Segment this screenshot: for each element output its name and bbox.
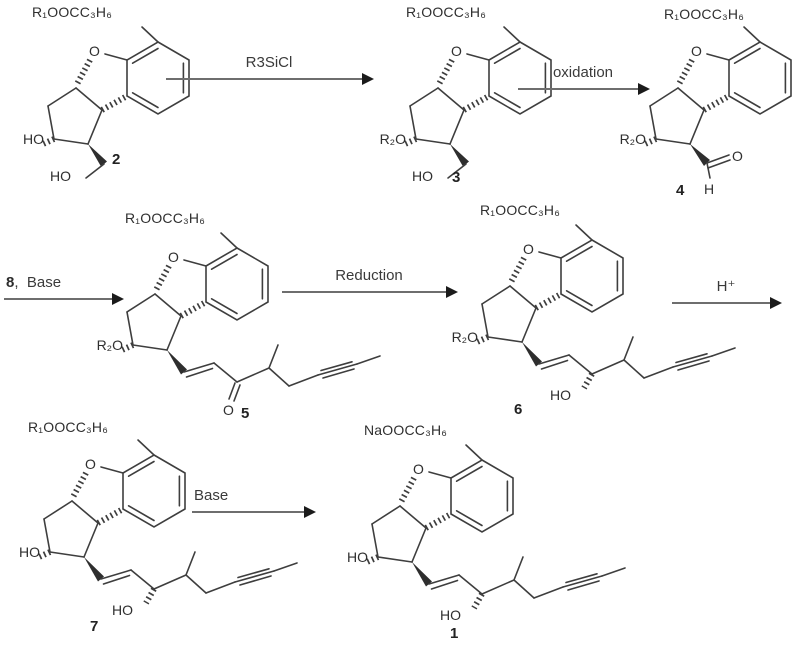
alkyne-tail <box>591 336 736 379</box>
silyl-ether-label: R₂O <box>451 329 478 345</box>
ester-group-label: R₁OOCC₃H₆ <box>32 4 113 20</box>
arrow-line <box>282 286 458 298</box>
hydroxyl-label: HO <box>19 544 40 560</box>
hydroxyl-label: HO <box>23 131 44 147</box>
compound-7: R₁OOCC₃H₆ O HO HO 7 <box>2 415 324 647</box>
molecule-skeleton-6 <box>440 200 736 425</box>
hydroxyl-label: HO <box>550 387 571 403</box>
reaction-arrow-4: Reduction <box>282 267 458 298</box>
arrow-line <box>518 83 650 95</box>
compound-number: 2 <box>112 151 121 168</box>
reaction-arrow-1: R3SiCl <box>166 54 374 85</box>
vinyl-chain <box>411 561 483 595</box>
ester-group-label: R₁OOCC₃H₆ <box>125 210 206 226</box>
furan-oxygen-label: O <box>89 43 100 59</box>
tricyclic-core <box>39 440 185 557</box>
arrow-label-text: , Base <box>14 274 62 291</box>
aldehyde-group <box>689 143 731 179</box>
compound-3: R₁OOCC₃H₆ O R₂O HO 3 <box>368 2 568 202</box>
ester-group-label: NaOOCC₃H₆ <box>364 422 448 438</box>
silyl-ether-label: R₂O <box>619 131 646 147</box>
arrowhead-icon <box>638 83 650 95</box>
alkyne-tail <box>153 551 298 594</box>
compound-1: NaOOCC₃H₆ O HO HO 1 <box>330 420 652 648</box>
aldehyde-hydrogen-label: H <box>704 181 715 197</box>
arrow-line <box>166 73 374 85</box>
compound-number: 4 <box>676 182 685 199</box>
carbonyl-oxygen-label: O <box>223 402 234 418</box>
hydroxyl-label: HO <box>112 602 133 618</box>
arrow-label: Base <box>194 487 229 504</box>
arrowhead-icon <box>304 506 316 518</box>
compound-number: 7 <box>90 618 99 635</box>
molecule-skeleton-2 <box>6 2 206 179</box>
vinyl-chain <box>521 341 593 375</box>
ester-group-label: R₁OOCC₃H₆ <box>406 4 487 20</box>
molecule-skeleton-5 <box>85 208 381 402</box>
molecule-skeleton-3 <box>368 2 568 179</box>
arrow-label: Reduction <box>335 267 403 284</box>
ester-group-label: R₁OOCC₃H₆ <box>480 202 561 218</box>
reaction-arrow-6: Base <box>192 487 316 518</box>
hydroxyl-label: HO <box>347 549 368 565</box>
reagent-number: 8 <box>6 274 15 291</box>
carbinol-stereo-bond <box>474 594 482 608</box>
vinyl-chain <box>83 556 155 590</box>
arrow-line <box>4 293 124 305</box>
compound-number: 3 <box>452 169 461 186</box>
reaction-arrow-2: oxidation <box>518 64 650 95</box>
compound-number: 5 <box>241 405 250 422</box>
ester-group-label: R₁OOCC₃H₆ <box>28 419 109 435</box>
arrowhead-icon <box>112 293 124 305</box>
arrow-label: R3SiCl <box>245 54 293 71</box>
arrow-line <box>672 297 782 309</box>
tricyclic-core <box>645 27 791 144</box>
alkyne-tail <box>481 556 626 599</box>
compound-number: 6 <box>514 401 523 418</box>
reaction-arrow-3: 8, Base <box>4 274 124 305</box>
tricyclic-core <box>43 27 189 144</box>
furan-oxygen-label: O <box>168 249 179 265</box>
compound-4: R₁OOCC₃H₆ O R₂O O H 4 <box>608 2 800 214</box>
ketone-group <box>228 382 241 402</box>
arrowhead-icon <box>446 286 458 298</box>
furan-oxygen-label: O <box>523 241 534 257</box>
ester-group-label: R₁OOCC₃H₆ <box>664 6 745 22</box>
compound-6: R₁OOCC₃H₆ O R₂O HO 6 <box>440 200 790 425</box>
furan-oxygen-label: O <box>413 461 424 477</box>
hydroxymethyl-chain <box>85 143 108 179</box>
furan-oxygen-label: O <box>691 43 702 59</box>
silyl-ether-label: R₂O <box>96 337 123 353</box>
carbinol-stereo-bond <box>584 374 592 388</box>
arrow-label: H⁺ <box>716 278 736 295</box>
alkyne-tail <box>236 344 381 387</box>
furan-oxygen-label: O <box>451 43 462 59</box>
arrow-label: 8, Base <box>4 274 122 292</box>
compound-5: R₁OOCC₃H₆ O R₂O O 5 <box>85 208 410 430</box>
silyl-ether-label: R₂O <box>379 131 406 147</box>
molecule-skeleton-1 <box>330 420 626 648</box>
vinyl-chain <box>166 349 238 383</box>
arrowhead-icon <box>362 73 374 85</box>
tricyclic-core <box>367 445 513 562</box>
carbonyl-oxygen-label: O <box>732 148 743 164</box>
carbinol-stereo-bond <box>146 589 154 603</box>
hydroxyl-label: HO <box>50 168 71 184</box>
molecule-skeleton-7 <box>2 415 298 647</box>
compound-number: 1 <box>450 625 459 642</box>
hydroxyl-label: HO <box>440 607 461 623</box>
tricyclic-core <box>122 233 268 350</box>
reaction-arrow-5: H⁺ <box>672 278 782 309</box>
arrow-label: oxidation <box>552 64 614 81</box>
hydroxyl-label: HO <box>412 168 433 184</box>
compound-2: R₁OOCC₃H₆ O HO HO 2 <box>6 2 206 202</box>
arrowhead-icon <box>770 297 782 309</box>
tricyclic-core <box>477 225 623 342</box>
furan-oxygen-label: O <box>85 456 96 472</box>
arrow-line <box>192 506 316 518</box>
